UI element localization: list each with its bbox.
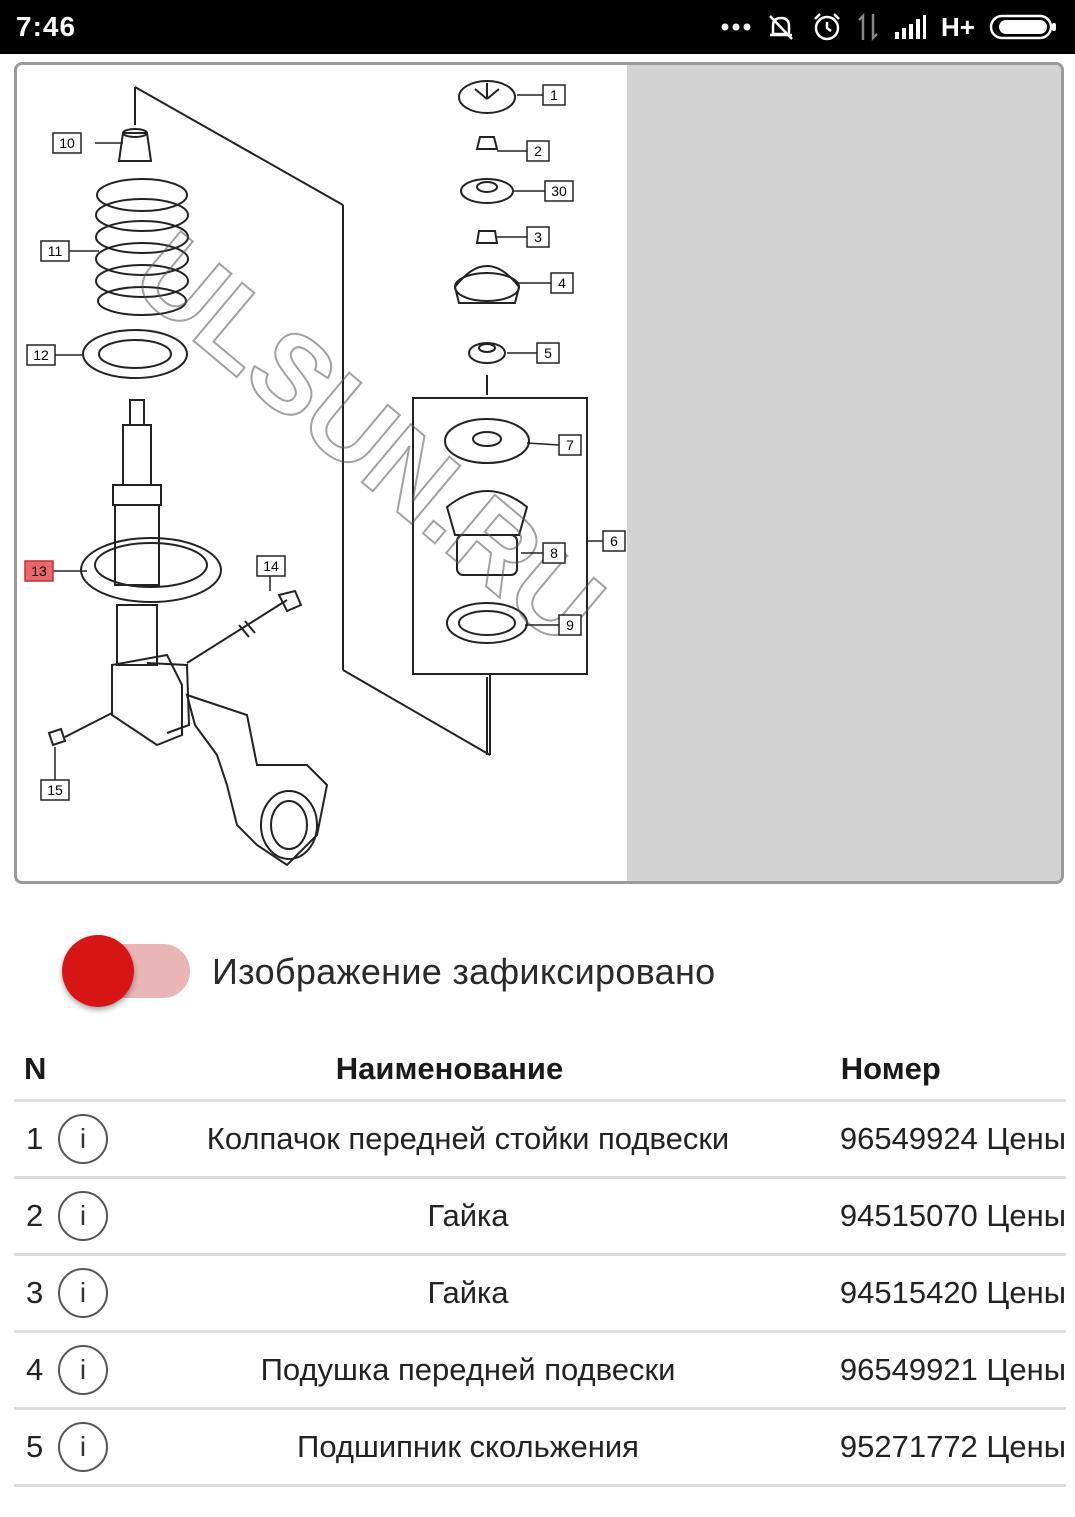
battery-icon xyxy=(989,13,1059,41)
info-icon[interactable]: i xyxy=(58,1268,108,1318)
callout-label-11[interactable]: 11 xyxy=(40,240,70,262)
table-row[interactable]: 3 i Гайка 94515420 Цены xyxy=(14,1256,1066,1333)
header-n: N xyxy=(24,1050,47,1086)
header-number: Номер xyxy=(840,1050,941,1086)
part-number-link[interactable]: 96549924 Цены xyxy=(839,1121,1066,1156)
svg-text:2: 2 xyxy=(534,143,542,159)
svg-text:11: 11 xyxy=(48,243,63,259)
svg-text:3: 3 xyxy=(534,229,542,245)
parts-diagram[interactable]: ULSUN.RU 1 2 30 3 4 5 6 7 8 xyxy=(14,62,1064,884)
part-number-link[interactable]: 96549921 Цены xyxy=(839,1352,1066,1387)
table-row[interactable]: 2 i Гайка 94515070 Цены xyxy=(14,1179,1066,1256)
callout-label-10[interactable]: 10 xyxy=(52,132,82,154)
row-number: 2 xyxy=(26,1198,44,1233)
part-number-link[interactable]: 94515070 Цены xyxy=(839,1198,1066,1233)
svg-text:4: 4 xyxy=(558,275,566,291)
row-number: 1 xyxy=(26,1121,44,1156)
part-number-link[interactable]: 95271772 Цены xyxy=(839,1429,1066,1464)
callout-label-7[interactable]: 7 xyxy=(558,434,582,456)
callout-label-9[interactable]: 9 xyxy=(558,614,582,636)
svg-text:1: 1 xyxy=(550,87,558,103)
callout-label-15[interactable]: 15 xyxy=(40,779,70,801)
svg-text:14: 14 xyxy=(263,558,279,574)
part-name: Подушка передней подвески xyxy=(260,1352,676,1387)
row-number: 5 xyxy=(26,1429,44,1464)
parts-table: N Наименование Номер 1 i Колпачок передн… xyxy=(14,1038,1066,1487)
network-type: H+ xyxy=(941,11,975,42)
svg-text:9: 9 xyxy=(566,617,574,633)
callout-label-6[interactable]: 6 xyxy=(602,530,626,552)
svg-text:13: 13 xyxy=(31,563,47,579)
callout-label-13-highlighted[interactable]: 13 xyxy=(24,560,54,582)
row-number: 3 xyxy=(26,1275,44,1310)
svg-text:12: 12 xyxy=(33,347,49,363)
callout-label-2[interactable]: 2 xyxy=(526,140,550,162)
callout-label-4[interactable]: 4 xyxy=(550,272,574,294)
more-dots-icon xyxy=(721,22,751,32)
table-row[interactable]: 4 i Подушка передней подвески 96549921 Ц… xyxy=(14,1333,1066,1410)
svg-text:10: 10 xyxy=(59,135,75,151)
part-number-link[interactable]: 94515420 Цены xyxy=(839,1275,1066,1310)
table-row[interactable]: 5 i Подшипник скольжения 95271772 Цены xyxy=(14,1410,1066,1487)
part-name: Гайка xyxy=(427,1275,509,1310)
status-time: 7:46 xyxy=(16,11,77,42)
table-header: N Наименование Номер xyxy=(14,1038,1066,1102)
svg-text:8: 8 xyxy=(550,545,558,561)
fix-image-toggle-row: Изображение зафиксировано xyxy=(62,930,715,1014)
part-name: Подшипник скольжения xyxy=(297,1429,639,1464)
callout-label-1[interactable]: 1 xyxy=(542,84,566,106)
svg-text:15: 15 xyxy=(47,782,63,798)
svg-text:30: 30 xyxy=(551,183,567,199)
svg-text:6: 6 xyxy=(610,533,618,549)
alarm-icon xyxy=(811,11,843,43)
callout-label-14[interactable]: 14 xyxy=(256,555,286,577)
table-row[interactable]: 1 i Колпачок передней стойки подвески 96… xyxy=(14,1102,1066,1179)
info-icon[interactable]: i xyxy=(58,1422,108,1472)
callout-label-5[interactable]: 5 xyxy=(536,342,560,364)
status-icons: H+ xyxy=(721,11,1059,43)
fix-image-switch[interactable] xyxy=(62,930,192,1014)
svg-text:5: 5 xyxy=(544,345,552,361)
status-bar: 7:46 H+ xyxy=(0,0,1075,54)
callout-label-30[interactable]: 30 xyxy=(544,180,574,202)
fix-image-label: Изображение зафиксировано xyxy=(212,951,716,992)
switch-knob xyxy=(62,935,134,1007)
info-icon[interactable]: i xyxy=(58,1345,108,1395)
callout-label-12[interactable]: 12 xyxy=(26,344,56,366)
exploded-view-drawing: ULSUN.RU 1 2 30 3 4 5 6 7 8 xyxy=(24,80,627,867)
watermark: ULSUN.RU xyxy=(112,209,626,669)
row-number: 4 xyxy=(26,1352,44,1387)
info-icon[interactable]: i xyxy=(58,1114,108,1164)
info-icon[interactable]: i xyxy=(58,1191,108,1241)
header-name: Наименование xyxy=(335,1050,564,1086)
callout-label-8[interactable]: 8 xyxy=(542,542,566,564)
diagram-background-pane xyxy=(627,65,1061,881)
notifications-off-icon xyxy=(765,11,797,43)
callout-label-3[interactable]: 3 xyxy=(526,226,550,248)
signal-icon xyxy=(893,14,927,40)
svg-text:7: 7 xyxy=(566,437,574,453)
data-arrows-icon xyxy=(857,12,879,42)
part-name: Гайка xyxy=(427,1198,509,1233)
part-name: Колпачок передней стойки подвески xyxy=(206,1121,730,1156)
